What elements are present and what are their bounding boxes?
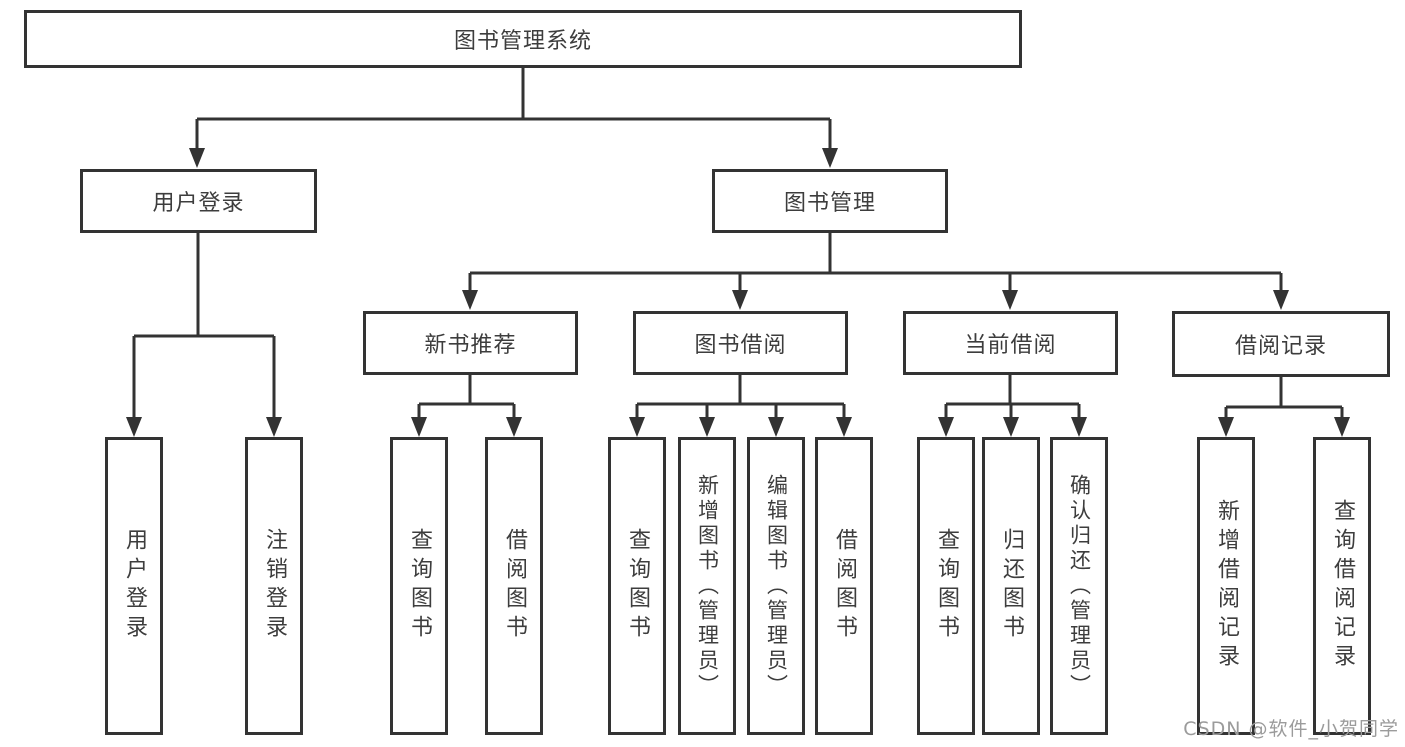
leaf-bb-edit-book-admin: 编辑图书（管理员） [747,437,805,735]
leaf-br-query-record: 查询借阅记录 [1313,437,1371,735]
node-label: 借阅图书 [832,528,857,644]
node-label: 归还图书 [999,528,1024,644]
arrowheads [126,148,1350,437]
csdn-watermark: CSDN @软件_小贺同学 [1183,718,1399,740]
node-library-management-system: 图书管理系统 [24,10,1022,68]
leaf-user-login: 用户登录 [105,437,163,735]
leaf-cb-return-book: 归还图书 [982,437,1040,735]
leaf-br-add-record: 新增借阅记录 [1197,437,1255,735]
node-label: 借阅图书 [502,528,527,644]
leaf-rec-borrow-book: 借阅图书 [485,437,543,735]
leaf-bb-query-book: 查询图书 [608,437,666,735]
node-label: 查询图书 [625,528,650,644]
node-label: 新增借阅记录 [1214,499,1239,673]
node-book-management-branch: 图书管理 [712,169,948,233]
leaf-logout: 注销登录 [245,437,303,735]
node-label: 当前借阅 [964,333,1057,358]
leaf-cb-query-book: 查询图书 [917,437,975,735]
node-user-login-branch: 用户登录 [80,169,317,233]
leaf-cb-confirm-return-admin: 确认归还（管理员） [1050,437,1108,735]
node-current-borrowing: 当前借阅 [903,311,1118,375]
node-borrowing-records: 借阅记录 [1172,311,1390,377]
node-label: 编辑图书（管理员） [764,473,789,699]
node-label: 查询图书 [934,528,959,644]
node-label: 借阅记录 [1234,334,1327,359]
node-new-book-recommendation: 新书推荐 [363,311,578,375]
connector-bookmgmt-to-level3 [468,233,1283,293]
node-label: 确认归还（管理员） [1067,473,1092,699]
connector-root-to-level2 [195,68,832,150]
connector-bookborrow-to-leaves [635,375,846,419]
node-label: 图书管理系统 [453,29,592,54]
connector-borrowrecords-to-leaves [1224,377,1344,419]
node-label: 新增图书（管理员） [695,473,720,699]
leaf-bb-borrow-book: 借阅图书 [815,437,873,735]
node-label: 用户登录 [122,528,147,644]
node-label: 用户登录 [152,191,245,216]
node-label: 图书管理 [783,191,876,216]
node-book-borrowing: 图书借阅 [633,311,848,375]
node-label: 新书推荐 [424,333,517,358]
leaf-rec-query-book: 查询图书 [390,437,448,735]
leaf-bb-add-book-admin: 新增图书（管理员） [678,437,736,735]
node-label: 查询图书 [407,528,432,644]
connector-currentborrow-to-leaves [944,375,1081,419]
connector-userlogin-to-leaves [132,233,276,419]
node-label: 查询借阅记录 [1330,499,1355,673]
node-label: 注销登录 [262,528,287,644]
node-label: 图书借阅 [694,333,787,358]
connector-newbookrec-to-leaves [417,375,516,419]
